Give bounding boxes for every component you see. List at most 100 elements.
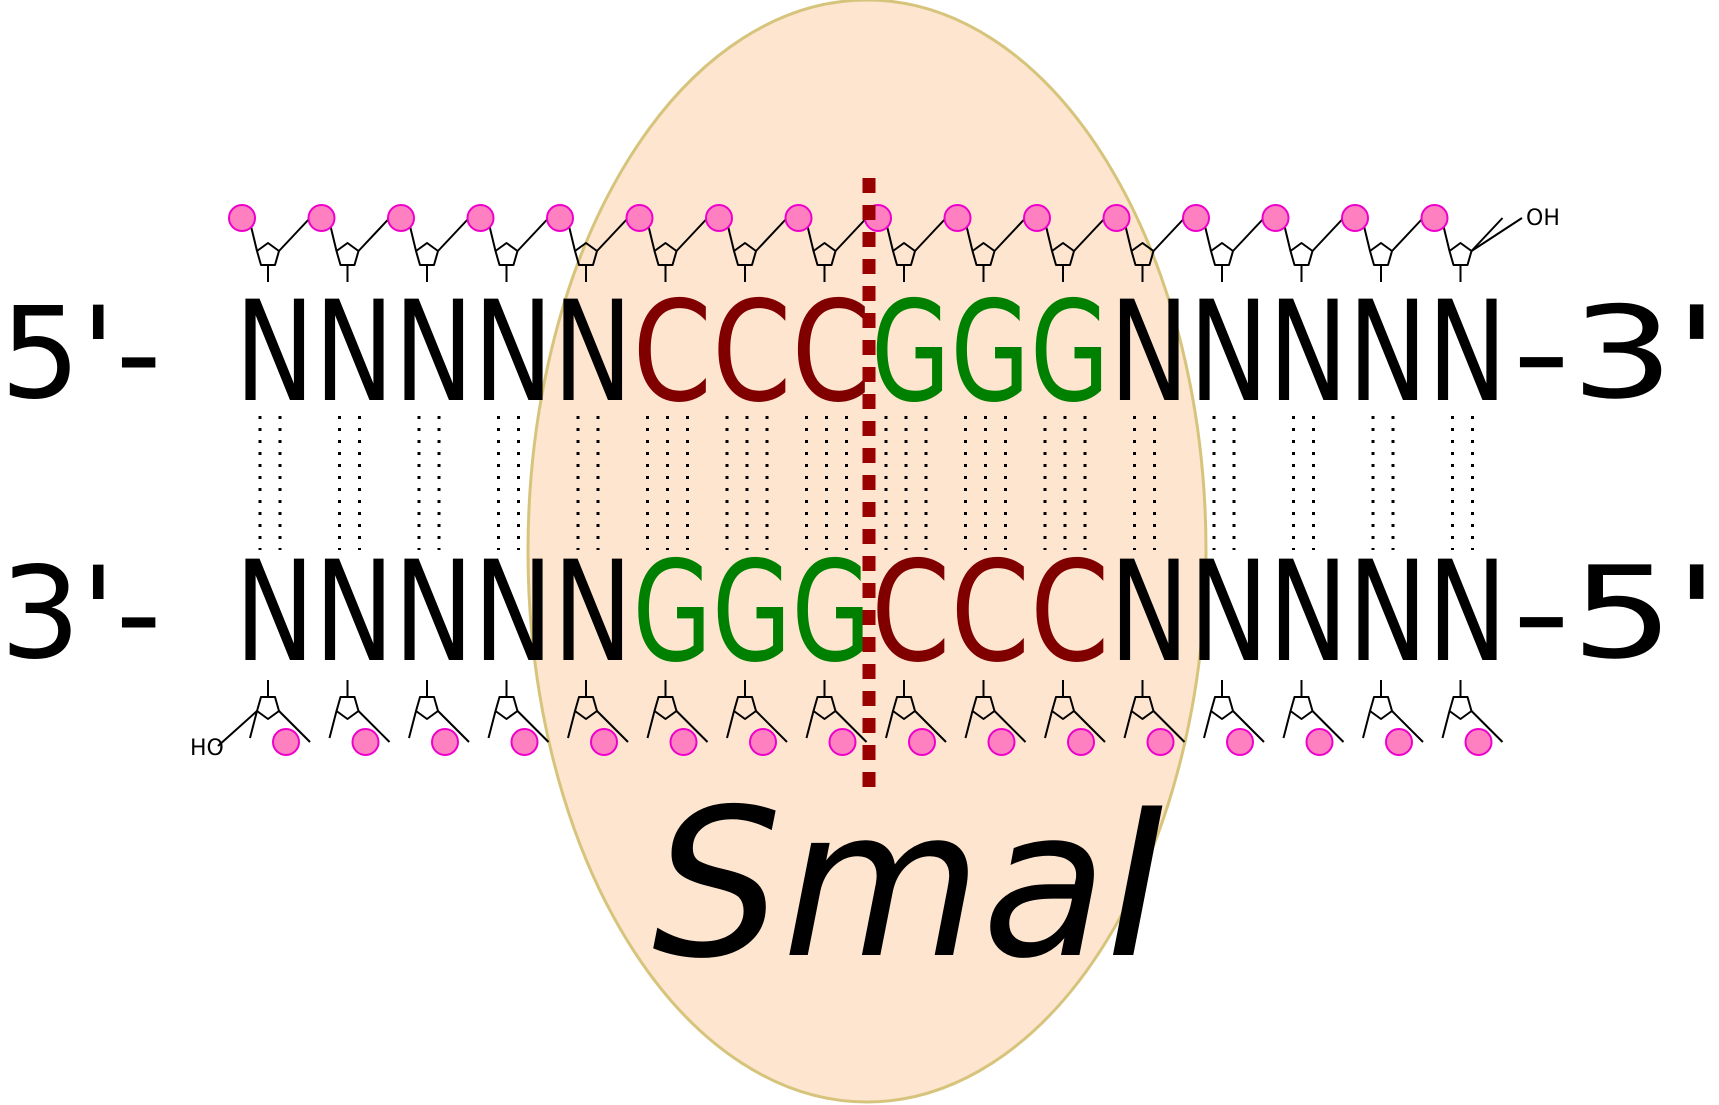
bottom-sugar <box>335 696 360 720</box>
bottom-sugar <box>1289 696 1314 720</box>
top-sugar <box>1369 242 1393 266</box>
bottom-ester-bond <box>1282 710 1292 739</box>
top-base: G <box>1030 271 1110 433</box>
bottom-base: N <box>235 531 315 693</box>
bottom-sugar <box>494 696 519 720</box>
top-ester-bond <box>278 217 311 252</box>
bottom-right-end-label: -5' <box>1512 539 1719 687</box>
top-phosphate <box>784 204 813 232</box>
top-ester-bond <box>1073 217 1106 252</box>
top-phosphate <box>625 204 654 232</box>
bottom-ester-bond <box>1391 710 1424 743</box>
bottom-ester-bond <box>1311 710 1345 743</box>
bottom-sugar <box>415 696 439 720</box>
enzyme-body <box>526 0 1208 1104</box>
top-ester-bond <box>1232 217 1265 252</box>
bottom-strand-backbone <box>217 680 1504 756</box>
bottom-ester-bond <box>993 710 1027 743</box>
top-ester-bond <box>755 217 788 252</box>
bottom-base: N <box>394 531 474 693</box>
bottom-ester-bond <box>1441 710 1451 739</box>
bottom-ester-bond <box>1362 710 1371 739</box>
top-sugar <box>494 242 519 266</box>
top-sugar <box>1289 242 1314 266</box>
bottom-base: C <box>871 531 951 693</box>
top-phosphate <box>307 204 336 232</box>
top-terminal-bond <box>1470 217 1523 252</box>
top-ester-bond <box>437 217 470 252</box>
bottom-ester-bond <box>834 710 868 743</box>
top-base: N <box>474 271 554 433</box>
bottom-base: G <box>792 531 872 693</box>
top-phosphate <box>1182 204 1210 232</box>
bottom-phosphate <box>1385 728 1413 756</box>
bottom-base: N <box>553 531 633 693</box>
bottom-ester-bond <box>516 710 550 743</box>
top-ester-bond <box>834 217 868 252</box>
bottom-ester-bond <box>885 710 894 739</box>
bottom-phosphate <box>272 728 300 756</box>
top-sugar <box>335 242 360 266</box>
top-base: C <box>792 271 872 433</box>
top-ester-bond <box>1152 217 1186 252</box>
top-phosphate <box>466 204 495 232</box>
top-ester-bond <box>993 217 1027 252</box>
bottom-terminal-hydroxyl: HO <box>190 736 224 761</box>
top-ester-bond <box>1470 217 1504 252</box>
top-base: N <box>1428 271 1508 433</box>
bottom-ester-bond <box>1123 710 1133 739</box>
bottom-ester-bond <box>328 710 338 739</box>
top-sugar <box>1448 242 1473 266</box>
bottom-phosphate <box>510 728 539 756</box>
top-right-end-label: -3' <box>1512 279 1719 427</box>
bottom-base: G <box>712 531 792 693</box>
bottom-base: N <box>1269 531 1349 693</box>
top-left-end-label: 5'- <box>0 279 162 427</box>
top-base: N <box>1348 271 1428 433</box>
top-base: N <box>1189 271 1269 433</box>
top-phosphate <box>1420 204 1449 232</box>
top-base: G <box>871 271 951 433</box>
top-phosphate <box>387 204 415 232</box>
top-phosphate <box>1023 204 1051 232</box>
bottom-ester-bond <box>1044 710 1053 739</box>
top-phosphate <box>705 204 733 232</box>
bottom-base: N <box>1189 531 1269 693</box>
bottom-base: G <box>633 531 713 693</box>
bottom-ester-bond <box>249 710 258 739</box>
top-base: C <box>633 271 713 433</box>
bottom-ester-bond <box>805 710 815 739</box>
bottom-sugar <box>256 696 280 720</box>
top-ester-bond <box>357 217 391 252</box>
top-sugar <box>1210 242 1234 266</box>
bottom-ester-bond <box>726 710 735 739</box>
top-sugar <box>415 242 439 266</box>
bottom-ester-bond <box>964 710 974 739</box>
top-base: N <box>315 271 395 433</box>
top-phosphate <box>228 204 256 232</box>
bottom-terminal-bond <box>217 710 258 747</box>
top-base: G <box>951 271 1031 433</box>
bottom-base: C <box>951 531 1031 693</box>
bottom-ester-bond <box>1203 710 1212 739</box>
bottom-ester-bond <box>1073 710 1106 743</box>
bottom-ester-bond <box>675 710 709 743</box>
bottom-ester-bond <box>646 710 656 739</box>
top-base: N <box>394 271 474 433</box>
bottom-ester-bond <box>357 710 391 743</box>
bottom-ester-bond <box>487 710 497 739</box>
bottom-base: N <box>1348 531 1428 693</box>
top-sugar <box>256 242 280 266</box>
bottom-ester-bond <box>437 710 470 743</box>
bottom-ester-bond <box>567 710 576 739</box>
top-base: C <box>712 271 792 433</box>
top-ester-bond <box>1391 217 1424 252</box>
bottom-phosphate <box>908 728 936 756</box>
bottom-phosphate <box>987 728 1016 756</box>
top-ester-bond <box>516 217 550 252</box>
bottom-ester-bond <box>278 710 311 743</box>
top-ester-bond <box>675 217 709 252</box>
